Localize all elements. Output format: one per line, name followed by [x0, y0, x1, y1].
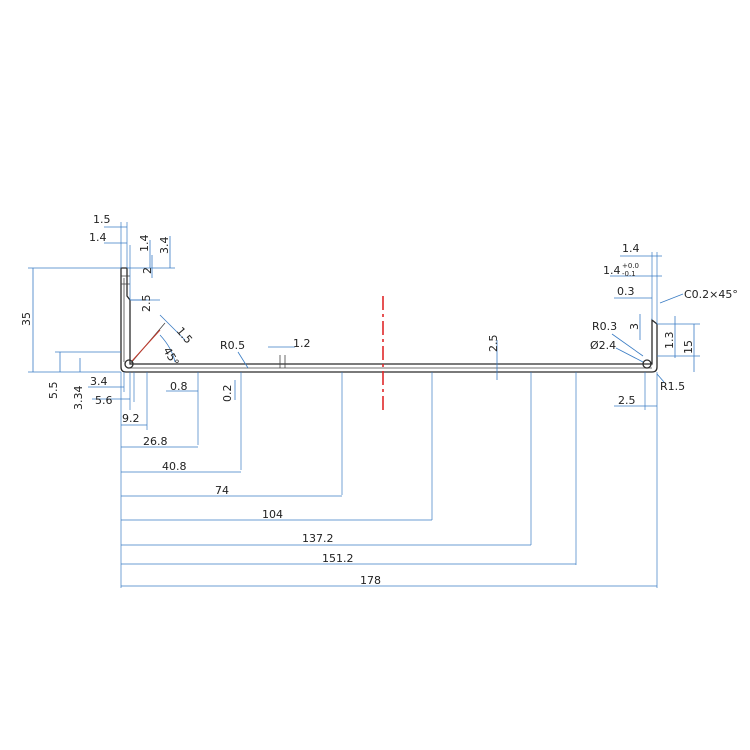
dim-1-4-top: 1.4 — [89, 231, 107, 244]
dim-r-r1-5: R1.5 — [660, 380, 685, 393]
dim-brace-1-5: 1.5 — [174, 325, 195, 347]
dim-2-5-base: 2.5 — [487, 335, 500, 353]
dim-74: 74 — [215, 484, 229, 497]
dim-0-8: 0.8 — [170, 380, 188, 393]
dim-r-3: 3 — [628, 323, 641, 330]
dim-5-6: 5.6 — [95, 394, 113, 407]
dim-r-r0-3: R0.3 — [592, 320, 617, 333]
right-dims: 1.4 1.4 +0.0 -0.1 0.3 C0.2×45° R0.3 3 1.… — [590, 242, 738, 410]
dim-angle-45: 45° — [160, 345, 181, 368]
diagonal-brace-red — [131, 329, 161, 362]
profile-outline — [120, 267, 658, 373]
right-groove-circle — [642, 359, 652, 369]
dim-3-34: 3.34 — [72, 386, 85, 411]
dim-r-2-5: 2.5 — [618, 394, 636, 407]
dim-5-5: 5.5 — [47, 382, 60, 400]
brace-dims: 1.5 45° — [159, 314, 195, 368]
dim-1-5-top: 1.5 — [93, 213, 111, 226]
dim-r-1-3: 1.3 — [663, 332, 676, 350]
dim-9-2: 9.2 — [122, 412, 140, 425]
dim-26-8: 26.8 — [143, 435, 168, 448]
left-wall — [120, 267, 658, 373]
dim-35: 35 — [20, 267, 121, 373]
dim-r0-5: R0.5 — [220, 339, 245, 352]
base-detail-dims: 0.8 0.2 R0.5 1.2 2.5 — [166, 335, 500, 470]
dim-178: 178 — [360, 574, 381, 587]
dim-2-vert: 2 — [141, 267, 154, 274]
dim-35-text: 35 — [20, 312, 33, 326]
dim-0-2: 0.2 — [221, 385, 234, 403]
left-foot-circle — [124, 359, 134, 369]
dim-3-4-vert: 3.4 — [158, 237, 171, 255]
left-bottom-dims: 5.5 3.34 3.4 5.6 9.2 — [47, 351, 148, 430]
dim-2-5-wall: 2.5 — [140, 295, 153, 313]
dim-1-2: 1.2 — [293, 337, 311, 350]
dim-40-8: 40.8 — [162, 460, 187, 473]
dim-r-tol-minus: -0.1 — [622, 270, 636, 278]
base-running-dims: 26.8 40.8 74 104 137.2 151.2 178 — [120, 372, 658, 588]
dim-r-1-4: 1.4 — [622, 242, 640, 255]
dim-3-4-bottom: 3.4 — [90, 375, 108, 388]
dim-r-chamfer: C0.2×45° — [684, 288, 738, 301]
dim-r-15: 15 — [682, 340, 695, 354]
left-top-dims: 1.5 1.4 1.4 3.4 2 2.5 — [89, 213, 175, 312]
dim-r-tol-base: 1.4 — [603, 264, 621, 277]
dim-r-tol-plus: +0.0 — [622, 262, 639, 270]
dim-151-2: 151.2 — [322, 552, 354, 565]
dim-r-0-3: 0.3 — [617, 285, 635, 298]
dim-r-dia-2-4: Ø2.4 — [590, 339, 616, 352]
dim-1-4-vert: 1.4 — [138, 235, 151, 253]
dim-104: 104 — [262, 508, 283, 521]
dim-137-2: 137.2 — [302, 532, 334, 545]
